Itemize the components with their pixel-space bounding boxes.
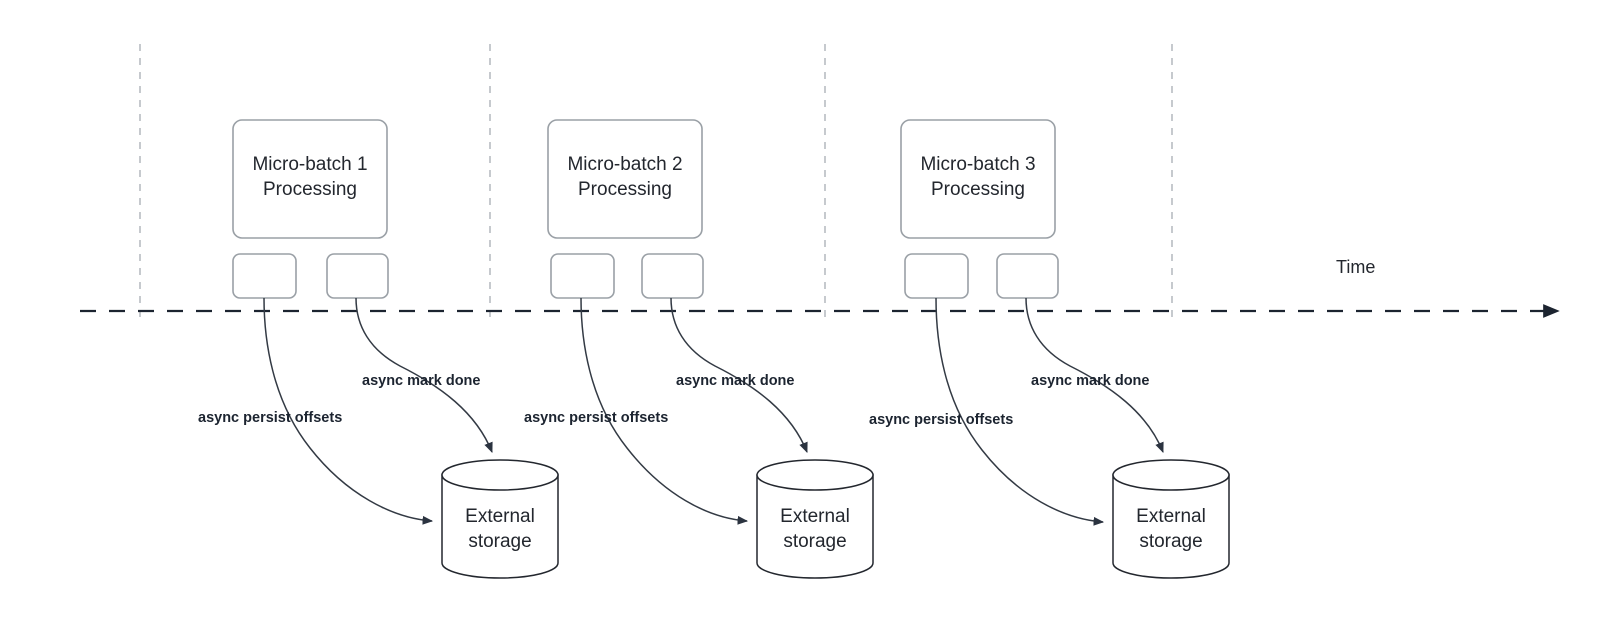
batch-group-3 [900, 119, 1230, 579]
cylinder-body-3 [1112, 474, 1230, 579]
cylinder-body-1 [441, 474, 559, 579]
edge-label-async-mark-done-3: async mark done [1031, 373, 1150, 389]
edge-async-persist-offsets-1 [263, 297, 434, 525]
cylinder-body-2 [756, 474, 874, 579]
cylinder-top-3 [1112, 459, 1230, 491]
task-box-3-right[interactable] [996, 253, 1059, 299]
edge-label-async-mark-done-2: async mark done [676, 373, 795, 389]
edge-label-async-persist-offsets-2: async persist offsets [524, 410, 669, 426]
external-storage-cylinder-2[interactable] [756, 459, 874, 579]
time-axis-label: Time [1336, 257, 1376, 277]
cylinder-top-2 [756, 459, 874, 491]
boundary-tick-lines [139, 44, 1173, 320]
task-box-2-right[interactable] [641, 253, 704, 299]
edge-async-mark-done-3 [1025, 297, 1164, 453]
external-storage-cylinder-1[interactable] [441, 459, 559, 579]
edge-label-async-mark-done-1: async mark done [362, 373, 481, 389]
edge-async-mark-done-2 [670, 297, 808, 453]
edge-label-async-persist-offsets-1: async persist offsets [198, 410, 343, 426]
task-box-1-right[interactable] [326, 253, 389, 299]
micro-batch-box-1[interactable] [232, 119, 388, 239]
micro-batch-box-2[interactable] [547, 119, 703, 239]
batch-group-2 [547, 119, 874, 579]
edge-label-async-persist-offsets-3: async persist offsets [869, 412, 1014, 428]
edge-async-persist-offsets-3 [935, 297, 1105, 526]
external-storage-cylinder-3[interactable] [1112, 459, 1230, 579]
batch-group-1 [232, 119, 559, 579]
cylinder-top-1 [441, 459, 559, 491]
task-box-1-left[interactable] [232, 253, 297, 299]
task-box-2-left[interactable] [550, 253, 615, 299]
edge-async-persist-offsets-2 [580, 297, 749, 525]
edge-async-mark-done-1 [355, 297, 493, 453]
micro-batch-box-3[interactable] [900, 119, 1056, 239]
task-box-3-left[interactable] [904, 253, 969, 299]
